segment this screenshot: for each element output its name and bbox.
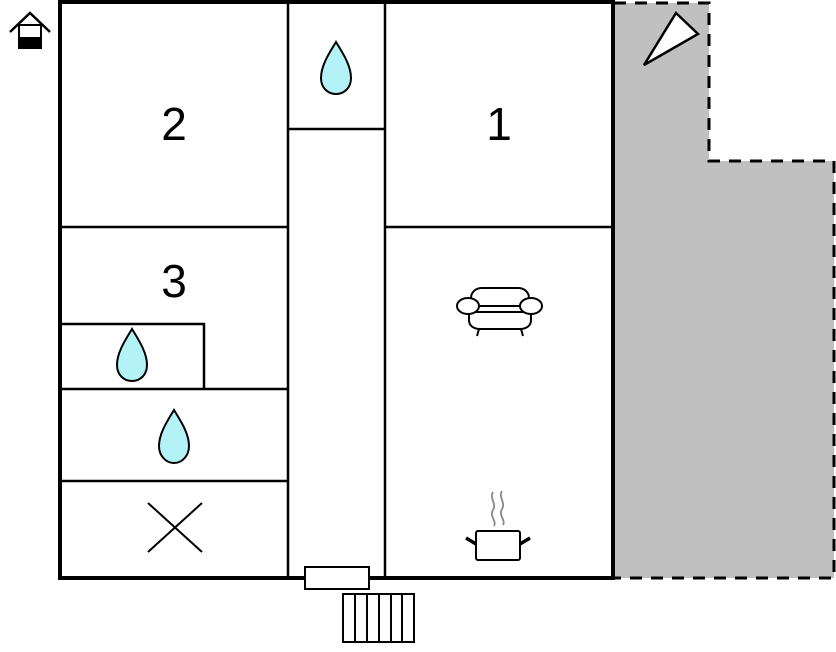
- interior-walls: [60, 2, 613, 578]
- entrance-door-icon: [304, 566, 370, 590]
- room-label-2: 2: [161, 98, 187, 150]
- terrace-area: [614, 1, 836, 580]
- room-label-3: 3: [161, 255, 187, 307]
- water-drop-icon: [115, 327, 149, 383]
- room-label-1: 1: [486, 98, 512, 150]
- terrace-umbrella-icon: [642, 11, 701, 67]
- steps-icon: [342, 593, 415, 643]
- x-mark-icon: [147, 502, 203, 553]
- sofa-icon: [456, 287, 543, 337]
- water-drop-icon: [319, 40, 353, 96]
- house-entrance-icon: [9, 11, 51, 49]
- water-drop-icon: [157, 408, 191, 465]
- cooking-pot-icon: [465, 490, 531, 561]
